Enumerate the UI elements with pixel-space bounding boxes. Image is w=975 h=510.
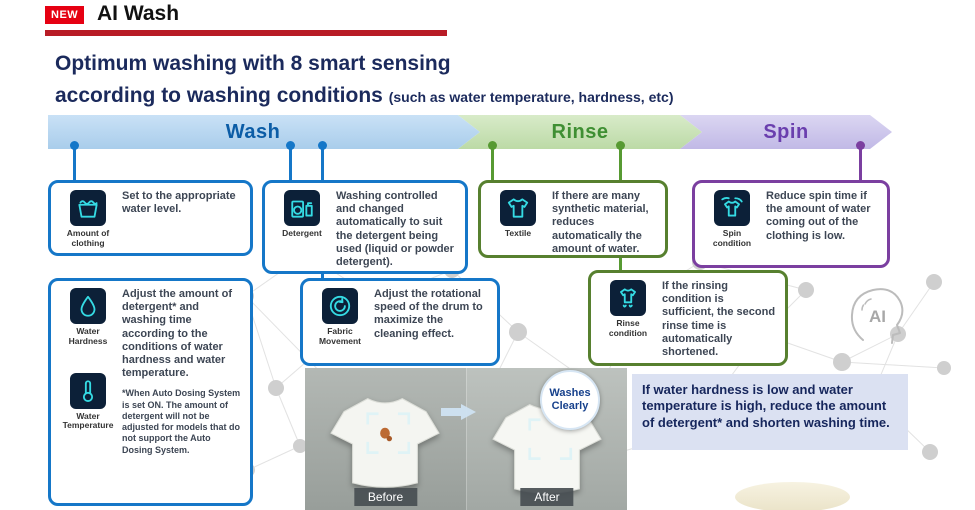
card-text-rinse: If the rinsing condition is sufficient, … — [662, 280, 776, 358]
ai-head-icon: AI — [850, 288, 904, 344]
icon-label-water-temperature: Water Temperature — [62, 410, 114, 431]
tshirt-icon — [500, 190, 536, 226]
before-label-badge: Before — [353, 488, 418, 506]
stage-band-rinse: Rinse — [458, 115, 702, 149]
washes-clearly-line2: Clearly — [551, 400, 589, 412]
card-water: Water Hardness Water Temperature Adjust … — [48, 278, 253, 506]
rotation-icon — [322, 288, 358, 324]
washes-clearly-badge: Washes Clearly — [540, 370, 600, 430]
tshirt-before-image — [330, 398, 440, 488]
heading-note: (such as water temperature, hardness, et… — [388, 89, 674, 105]
stage-label-rinse: Rinse — [551, 120, 609, 143]
heading-line1: Optimum washing with 8 smart sensing — [55, 52, 451, 75]
stage-band-wash: Wash — [48, 115, 480, 149]
heading-line2: according to washing conditions (such as… — [55, 84, 673, 108]
card-note-water: *When Auto Dosing System is set ON. The … — [122, 388, 241, 455]
after-label-badge: After — [520, 488, 574, 506]
washing-tub-icon — [70, 190, 106, 226]
focus-brackets-before — [366, 412, 411, 454]
connector-dot-fabric — [318, 141, 327, 150]
icon-label-amount: Amount of clothing — [66, 228, 110, 248]
icon-label-detergent: Detergent — [282, 228, 322, 238]
connector-detergent — [289, 146, 292, 180]
icon-label-rinse: Rinse condition — [608, 318, 648, 338]
icon-label-spin: Spin condition — [712, 228, 752, 248]
tshirt-rinse-icon — [610, 280, 646, 316]
detergent-icon — [284, 190, 320, 226]
connector-amount — [73, 146, 76, 180]
heading-line2-text: according to washing conditions — [55, 84, 383, 107]
connector-dot-textile — [488, 141, 497, 150]
card-amount-of-clothing: Amount of clothing Set to the appropriat… — [48, 180, 253, 256]
card-text-amount: Set to the appropriate water level. — [122, 190, 236, 216]
icon-label-fabric: Fabric Movement — [318, 326, 362, 346]
connector-spin — [859, 146, 862, 180]
background-photo-fragment — [735, 482, 850, 510]
connector-dot-spin — [856, 141, 865, 150]
callout-box: If water hardness is low and water tempe… — [632, 374, 908, 450]
card-detergent: Detergent Washing controlled and changed… — [262, 180, 468, 274]
tshirt-spin-icon — [714, 190, 750, 226]
page-title: AI Wash — [97, 2, 180, 25]
card-text-water: Adjust the amount of detergent* and wash… — [122, 288, 232, 380]
card-text-detergent: Washing controlled and changed automatic… — [336, 190, 454, 268]
water-drop-icon — [70, 288, 106, 324]
card-text-textile: If there are many synthetic material, re… — [552, 190, 649, 255]
photo-panel-before: Before — [305, 368, 476, 510]
icon-label-water-hardness: Water Hardness — [68, 326, 108, 346]
connector-textile — [491, 146, 494, 180]
thermometer-icon — [70, 372, 106, 409]
new-badge: NEW — [45, 6, 85, 24]
title-underline — [45, 30, 447, 36]
arrow-right-icon — [441, 404, 477, 420]
card-fabric-movement: Fabric Movement Adjust the rotational sp… — [300, 278, 500, 366]
washes-clearly-line1: Washes — [549, 387, 591, 400]
callout-text: If water hardness is low and water tempe… — [642, 382, 890, 430]
stain — [380, 427, 390, 439]
connector-dot-detergent — [286, 141, 295, 150]
card-textile: Textile If there are many synthetic mate… — [478, 180, 668, 258]
icon-label-textile: Textile — [504, 228, 532, 238]
card-spin-condition: Spin condition Reduce spin time if the a… — [692, 180, 890, 268]
stage-label-spin: Spin — [763, 120, 809, 143]
connector-dot-rinse — [616, 141, 625, 150]
ai-label: AI — [869, 307, 886, 326]
stage-label-wash: Wash — [225, 120, 281, 143]
card-text-spin: Reduce spin time if the amount of water … — [766, 190, 871, 242]
card-rinse-condition: Rinse condition If the rinsing condition… — [588, 270, 788, 366]
card-text-fabric: Adjust the rotational speed of the drum … — [374, 288, 483, 340]
connector-dot-amount — [70, 141, 79, 150]
